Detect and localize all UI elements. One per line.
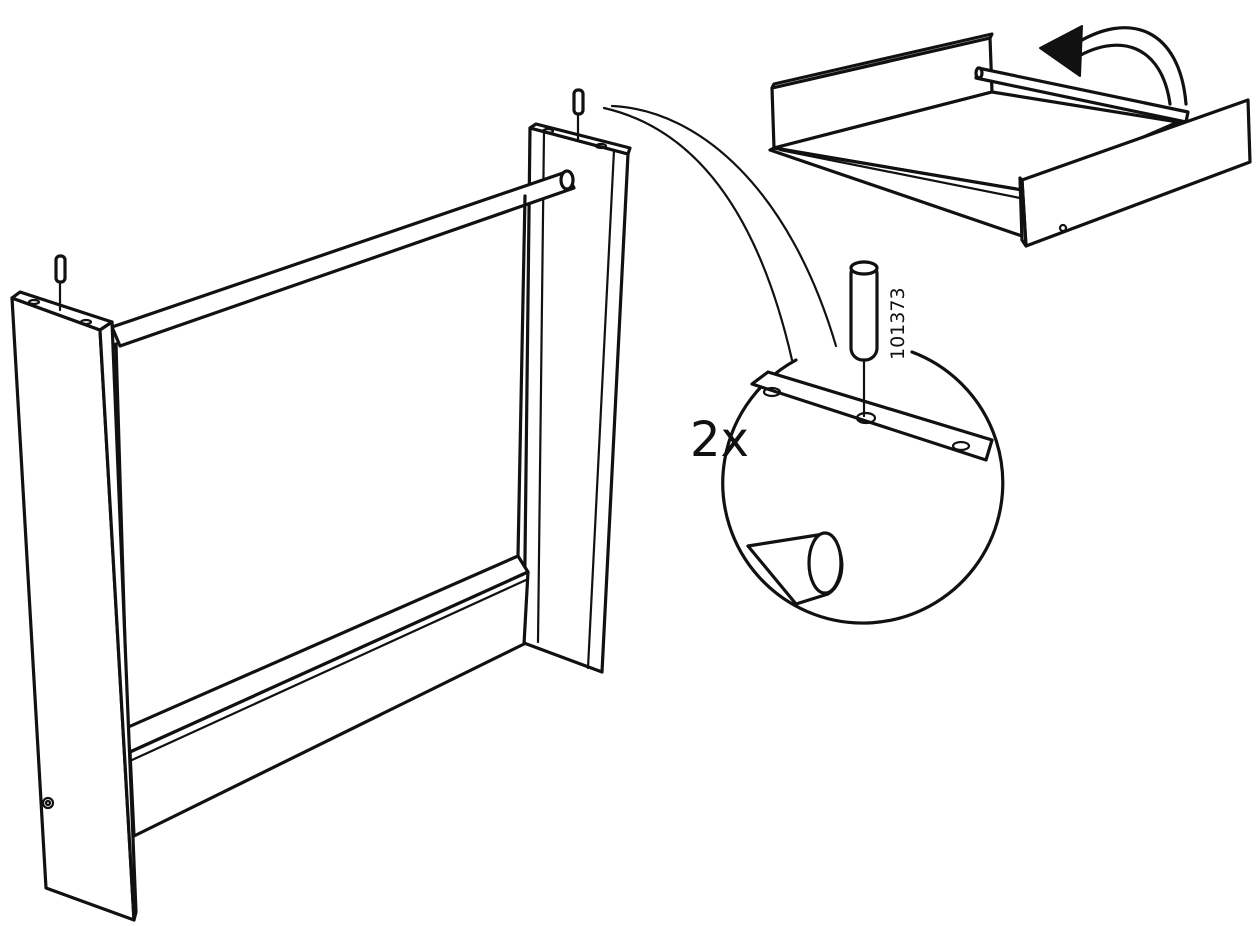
- detail-rod-end: [746, 531, 844, 606]
- quantity-label: 2x: [690, 412, 749, 468]
- detail-dowel: [849, 260, 879, 418]
- detail-callout: 2x 101373: [602, 104, 1005, 625]
- curved-arrow-left-icon: [1039, 25, 1188, 106]
- left-side-panel: [10, 290, 138, 922]
- part-number: 101373: [887, 287, 909, 360]
- detail-panel-edge: [750, 370, 994, 462]
- drawer-box: [768, 32, 1252, 248]
- cross-rod: [110, 169, 576, 348]
- plinth-rail: [124, 554, 530, 838]
- right-side-panel: [522, 122, 632, 674]
- dowel-left: [54, 254, 67, 312]
- frame-assembly: [10, 88, 632, 922]
- dowel-right: [572, 88, 585, 142]
